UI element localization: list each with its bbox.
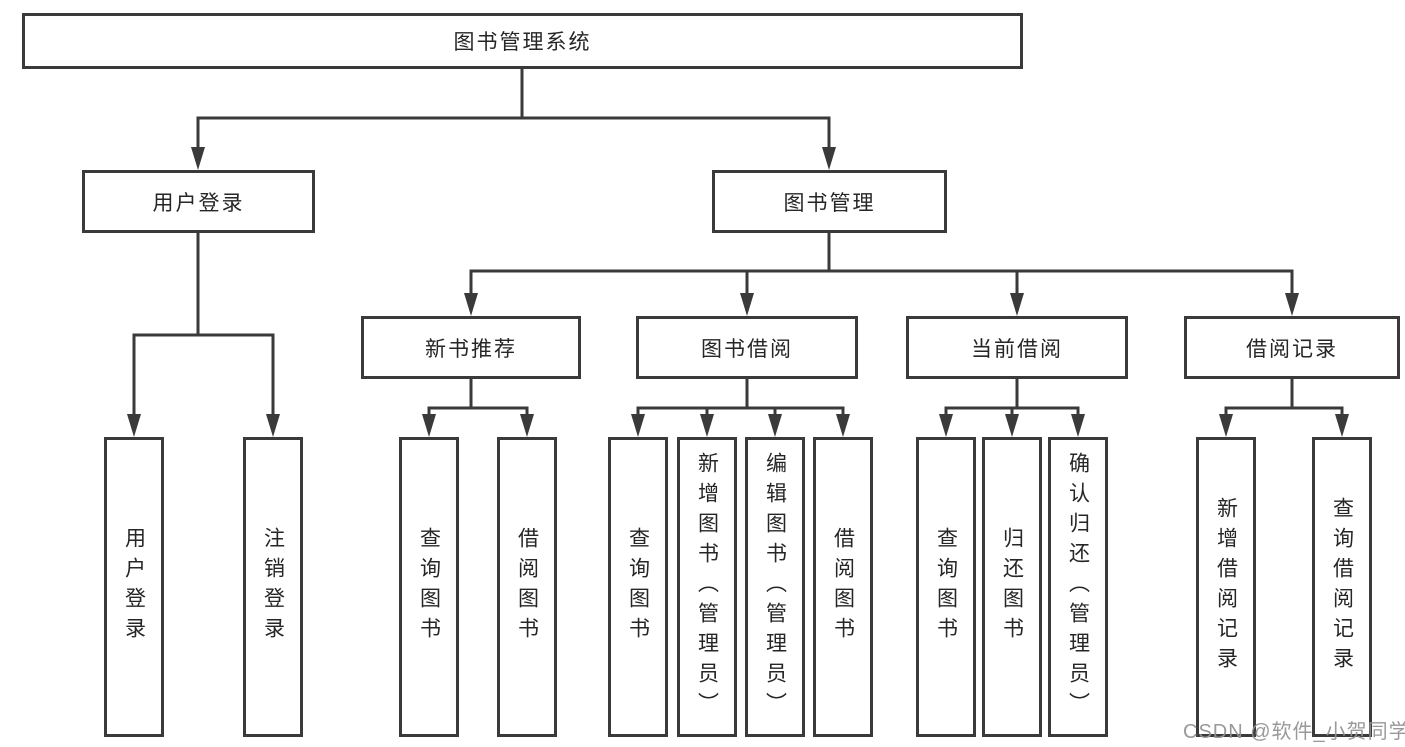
leaf-return-books: 归还图书 [982, 437, 1042, 737]
node-book-borrowing-label: 图书借阅 [701, 337, 793, 361]
leaf-add-books-admin-label: 新增图书（管理员） [695, 452, 719, 722]
node-book-borrowing: 图书借阅 [636, 316, 858, 379]
leaf-edit-books-admin: 编辑图书（管理员） [745, 437, 805, 737]
leaf-query-books-current-label: 查询图书 [934, 527, 958, 647]
leaf-borrow-books-label: 借阅图书 [831, 527, 855, 647]
node-library-system-label: 图书管理系统 [453, 31, 592, 54]
node-new-book-recommendation: 新书推荐 [361, 316, 581, 379]
leaf-borrow-books-recommend: 借阅图书 [497, 437, 557, 737]
leaf-return-books-label: 归还图书 [1000, 527, 1024, 647]
leaf-confirm-return-admin-label: 确认归还（管理员） [1066, 452, 1090, 722]
leaf-user-login: 用户登录 [104, 437, 164, 737]
node-borrowing-records-label: 借阅记录 [1246, 337, 1338, 361]
node-borrowing-records: 借阅记录 [1184, 316, 1400, 379]
leaf-query-borrow-record-label: 查询借阅记录 [1330, 497, 1354, 677]
leaf-add-borrow-record-label: 新增借阅记录 [1214, 497, 1238, 677]
leaf-query-books-recommend-label: 查询图书 [417, 527, 441, 647]
arrow-down-icons [127, 147, 1349, 437]
leaf-query-books-borrow-label: 查询图书 [626, 527, 650, 647]
leaf-query-books-current: 查询图书 [916, 437, 976, 737]
leaf-add-books-admin: 新增图书（管理员） [677, 437, 737, 737]
leaf-confirm-return-admin: 确认归还（管理员） [1048, 437, 1108, 737]
node-current-borrowing-label: 当前借阅 [971, 337, 1063, 361]
node-book-management: 图书管理 [712, 170, 947, 233]
leaf-borrow-books: 借阅图书 [813, 437, 873, 737]
node-user-login-label: 用户登录 [152, 191, 245, 215]
node-library-system: 图书管理系统 [22, 13, 1023, 69]
leaf-add-borrow-record: 新增借阅记录 [1196, 437, 1256, 737]
leaf-query-books-borrow: 查询图书 [608, 437, 668, 737]
node-current-borrowing: 当前借阅 [906, 316, 1128, 379]
csdn-watermark: CSDN @软件_小贺同学 [1183, 721, 1405, 743]
node-book-management-label: 图书管理 [783, 191, 876, 215]
node-user-login: 用户登录 [82, 170, 315, 233]
leaf-logout: 注销登录 [243, 437, 303, 737]
leaf-query-books-recommend: 查询图书 [399, 437, 459, 737]
leaf-user-login-label: 用户登录 [122, 527, 146, 647]
leaf-borrow-books-recommend-label: 借阅图书 [515, 527, 539, 647]
leaf-query-borrow-record: 查询借阅记录 [1312, 437, 1372, 737]
node-new-book-recommendation-label: 新书推荐 [425, 337, 517, 361]
leaf-logout-label: 注销登录 [261, 527, 285, 647]
leaf-edit-books-admin-label: 编辑图书（管理员） [763, 452, 787, 722]
